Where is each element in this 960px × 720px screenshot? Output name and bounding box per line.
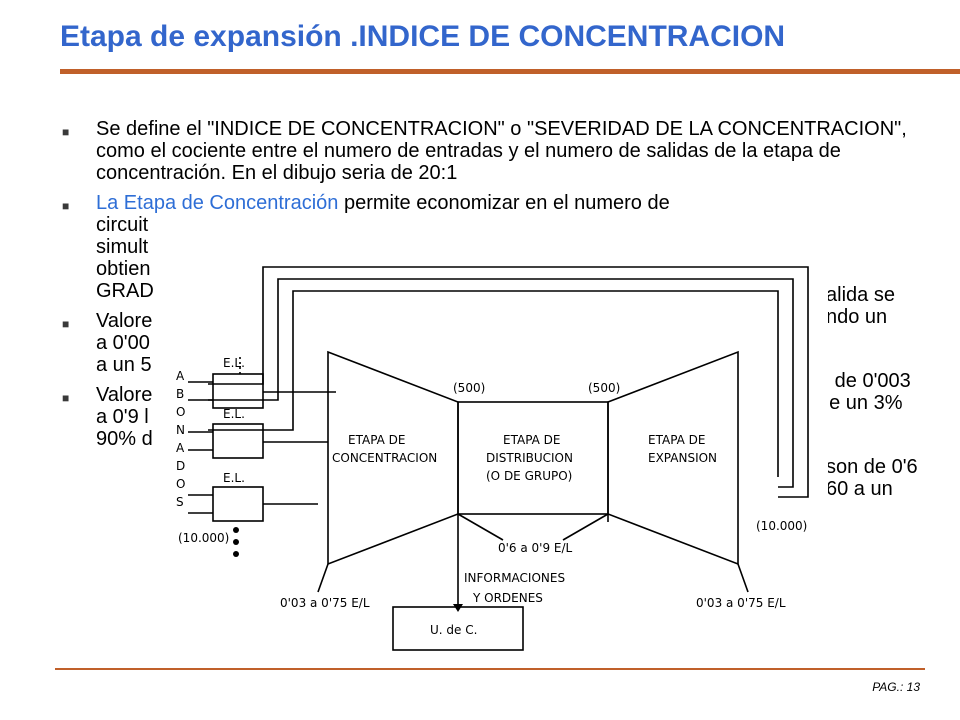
- outputs-count: (10.000): [756, 519, 807, 533]
- bullet-text: a un 5: [96, 354, 152, 376]
- traffic-pointer: [317, 563, 329, 593]
- bullet-text: de un 3%: [818, 392, 903, 414]
- switching-diagram: A B O N A D O S E.L. E.L. E.L. (10.000) …: [168, 262, 828, 658]
- el-box-1: [212, 373, 264, 409]
- bullet-3-right-fragments: n de 0'003 de un 3%: [818, 370, 911, 414]
- bullet-text: Se define el "INDICE DE CONCENTRACION" o…: [96, 118, 907, 184]
- bullet-text: alida se: [826, 284, 895, 306]
- loop-line-3: [208, 290, 779, 477]
- bullet-text: n de 0'003: [818, 370, 911, 392]
- info-label: Y ORDENES: [472, 591, 543, 605]
- bullet-4: ■ Valore a 0'9 l 90% d: [62, 384, 952, 450]
- abonados-letter: N: [176, 423, 185, 437]
- traffic-pointer: [457, 513, 504, 541]
- traffic-center-label: 0'6 a 0'9 E/L: [498, 541, 573, 555]
- bullet-text: son de 0'6: [826, 456, 918, 478]
- inputs-count: (10.000): [178, 531, 229, 545]
- el-box-3: [212, 486, 264, 522]
- bullet-text: ndo un: [826, 306, 888, 328]
- traffic-pointer: [562, 513, 609, 541]
- el-label: E.L.: [223, 471, 245, 485]
- control-unit-label: U. de C.: [430, 623, 477, 637]
- abonados-letter: S: [176, 495, 184, 509]
- traffic-pointer: [737, 563, 749, 593]
- bullet-text: Valore: [96, 384, 153, 406]
- traffic-left-label: 0'03 a 0'75 E/L: [280, 596, 370, 610]
- abonados-letter: A: [176, 369, 185, 383]
- bullet-text: simult: [96, 236, 149, 258]
- abonados-letter: A: [176, 441, 185, 455]
- abonados-letter: O: [176, 477, 185, 491]
- bullet-text: 90% d: [96, 428, 153, 450]
- bullet-text: circuit: [96, 214, 149, 236]
- bullet-text: a 0'9 l: [96, 406, 149, 428]
- el-label: E.L.: [223, 356, 245, 370]
- bullet-text: obtien: [96, 258, 151, 280]
- expansion-label: ETAPA DE: [648, 433, 706, 447]
- el-label: E.L.: [223, 407, 245, 421]
- loop-line-1: [208, 266, 809, 498]
- abonados-letter: D: [176, 459, 185, 473]
- distribution-label: DISTRIBUCION: [486, 451, 573, 465]
- bullet-2: ■ La Etapa de Concentración permite econ…: [62, 192, 952, 302]
- distribution-label: (O DE GRUPO): [486, 469, 572, 483]
- bullet-text: permite economizar en el numero de: [343, 192, 670, 214]
- traffic-right-label: 0'03 a 0'75 E/L: [696, 596, 786, 610]
- mid-left-count: (500): [453, 381, 485, 395]
- diagram-lines: [188, 266, 809, 651]
- continuation-dots: [233, 527, 239, 557]
- bullet-1: ■ Se define el "INDICE DE CONCENTRACION"…: [62, 118, 952, 184]
- mid-right-count: (500): [588, 381, 620, 395]
- bullet-marker-icon: ■: [62, 125, 70, 139]
- bullet-3: ■ Valore a 0'00 a un 5: [62, 310, 952, 376]
- abonados-letter: O: [176, 405, 185, 419]
- diagram-svg: A B O N A D O S E.L. E.L. E.L. (10.000) …: [176, 266, 809, 651]
- slide-title: Etapa de expansión .INDICE DE CONCENTRAC…: [60, 20, 786, 53]
- abonados-label: A B O N A D O S: [176, 369, 185, 509]
- expansion-label: EXPANSION: [648, 451, 717, 465]
- info-label: INFORMACIONES: [464, 571, 565, 585]
- bullet-list: ■ Se define el "INDICE DE CONCENTRACION"…: [62, 118, 952, 458]
- bullet-marker-icon: ■: [62, 317, 70, 331]
- abonados-letter: B: [176, 387, 184, 401]
- bullet-text: 60 a un: [826, 478, 893, 500]
- el-box-2: [212, 423, 264, 459]
- arrow-down-icon: [453, 604, 463, 612]
- bullet-4-right-fragments: son de 0'6 60 a un: [826, 456, 918, 500]
- footer-rule: [55, 668, 925, 670]
- bullet-text: Valore: [96, 310, 153, 332]
- stage-link[interactable]: La Etapa de Concentración: [96, 192, 339, 214]
- bullet-marker-icon: ■: [62, 199, 70, 213]
- bullet-text: a 0'00: [96, 332, 150, 354]
- concentration-label: CONCENTRACION: [332, 451, 437, 465]
- bullet-2-right-fragments: alida se ndo un: [826, 284, 895, 328]
- bullet-text: GRAD: [96, 280, 154, 302]
- page-number: PAG.: 13: [872, 680, 920, 694]
- title-rule: [60, 69, 960, 74]
- distribution-label: ETAPA DE: [503, 433, 561, 447]
- loop-line-2: [208, 278, 794, 488]
- bullet-marker-icon: ■: [62, 391, 70, 405]
- concentration-label: ETAPA DE: [348, 433, 406, 447]
